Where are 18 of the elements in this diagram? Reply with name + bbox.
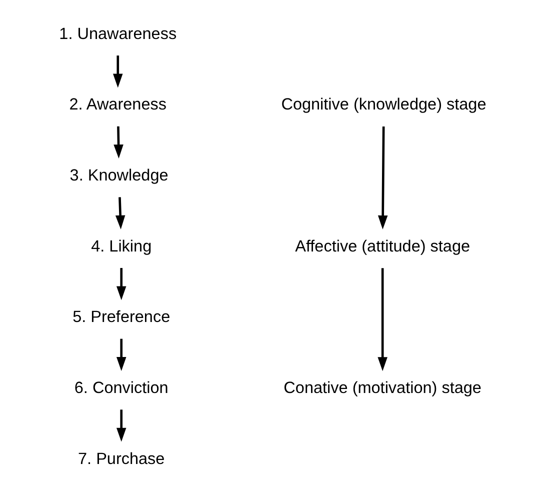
arrow [377,126,388,229]
node-text: 3. Knowledge [69,166,168,184]
node-text: 7. Purchase [78,449,164,468]
arrow [114,196,125,229]
arrow [116,267,126,300]
arrow [113,126,123,158]
node-text: 4. Liking [90,236,152,255]
node-text: Cognitive (knowledge) stage [280,95,486,114]
node-text: Affective (attitude) stage [294,236,470,255]
arrow [112,55,122,88]
arrow [116,409,126,442]
node-text: Conative (motivation) stage [283,378,481,396]
node-text: 6. Conviction [74,378,168,396]
node-text: 5. Preference [72,308,170,326]
node-text: 1. Unawareness [58,24,176,42]
arrow [377,268,387,371]
node-text: 2. Awareness [68,95,166,114]
arrow [116,338,126,370]
